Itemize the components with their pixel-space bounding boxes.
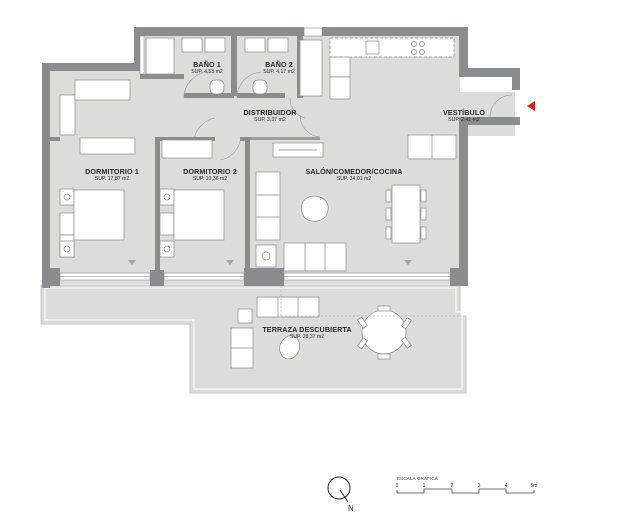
room-name: BAÑO 1 <box>193 60 221 69</box>
kitchen-counter <box>329 37 455 100</box>
scale-title: ESCALA GRÁFICA <box>397 476 438 481</box>
nightstand-icon <box>59 240 75 258</box>
salon-furniture <box>255 142 427 272</box>
bathtub-icon <box>299 39 323 97</box>
scale-tick: 1 <box>422 483 426 489</box>
toilet-icon <box>209 79 225 95</box>
room-name: VESTÍBULO <box>442 108 486 117</box>
room-name: DORMITORIO 2 <box>183 167 237 176</box>
room-area: SUP. 34,01 m2 <box>336 176 372 183</box>
room-area: SUP. 17,87 m2 <box>94 176 130 183</box>
toilet-icon <box>252 79 268 95</box>
room-area: SUP. 4,53 m2 <box>191 69 223 76</box>
sink-icon <box>244 37 266 53</box>
room-label-distribuidor: DISTRIBUIDOR SUP. 3,37 m2 <box>243 109 296 123</box>
walls <box>42 27 520 288</box>
room-area: SUP. 10,36 m2 <box>192 176 228 183</box>
hob-icon <box>411 41 417 47</box>
north-label: N <box>348 504 354 513</box>
scale-tick: 5m <box>530 483 538 489</box>
dormitorio1-furniture <box>59 188 125 258</box>
scale-tick: 0 <box>395 483 399 489</box>
sofa-icon <box>283 242 347 272</box>
room-label-dormitorio2: DORMITORIO 2 SUP. 10,36 m2 <box>183 168 237 182</box>
coffee-table-icon <box>301 195 329 222</box>
room-area: SUP. 3,37 m2 <box>254 117 286 124</box>
scale-bar <box>396 488 535 494</box>
terrace-furniture <box>230 296 412 369</box>
dining-table-icon <box>391 184 421 244</box>
room-name: BAÑO 2 <box>265 60 293 69</box>
room-label-bano1: BAÑO 1 SUP. 4,53 m2 <box>191 61 223 75</box>
round-table-icon <box>361 309 407 355</box>
room-name: SALÓN/COMEDOR/COCINA <box>305 167 403 176</box>
scale-tick: 3 <box>477 483 481 489</box>
north-arrow-icon <box>327 476 351 503</box>
sink-icon <box>181 37 203 53</box>
windows <box>59 27 451 281</box>
outdoor-sofa-icon <box>256 296 320 318</box>
room-label-dormitorio1: DORMITORIO 1 SUP. 17,87 m2 <box>85 168 139 182</box>
sink-icon <box>204 37 226 53</box>
bed-icon <box>173 189 225 241</box>
room-label-bano2: BAÑO 2 SUP. 4,17 m2 <box>263 61 295 75</box>
terrace <box>40 284 467 394</box>
kitchen-sink-icon <box>365 40 380 55</box>
room-area: SUP. 28,37 m2 <box>289 334 325 341</box>
sink-icon <box>267 37 289 53</box>
room-area: SUP. 2,41 m2 <box>448 117 480 124</box>
room-name: DORMITORIO 1 <box>85 167 139 176</box>
sofa-icon <box>255 171 281 241</box>
doors <box>183 71 513 161</box>
wardrobes <box>59 79 457 160</box>
room-label-salon: SALÓN/COMEDOR/COCINA SUP. 34,01 m2 <box>305 168 402 182</box>
bano1-fixtures <box>145 37 226 95</box>
bed-icon <box>73 189 125 241</box>
room-label-terraza: TERRAZA DESCUBIERTA SUP. 28,37 m2 <box>262 326 351 340</box>
interior-floor <box>50 36 515 284</box>
room-name: DISTRIBUIDOR <box>243 108 297 117</box>
nightstand-icon <box>59 188 75 206</box>
bathtub-icon <box>145 37 175 75</box>
view-markers <box>128 260 412 265</box>
dormitorio2-furniture <box>159 188 225 258</box>
scale-tick: 2 <box>450 483 454 489</box>
room-label-vestibulo: VESTÍBULO SUP. 2,41 m2 <box>443 109 485 123</box>
bano2-fixtures <box>244 37 323 97</box>
scale-tick: 4 <box>504 483 508 489</box>
room-name: TERRAZA DESCUBIERTA <box>262 325 352 334</box>
entrance-arrow-icon <box>527 101 535 111</box>
room-area: SUP. 4,17 m2 <box>263 69 295 76</box>
